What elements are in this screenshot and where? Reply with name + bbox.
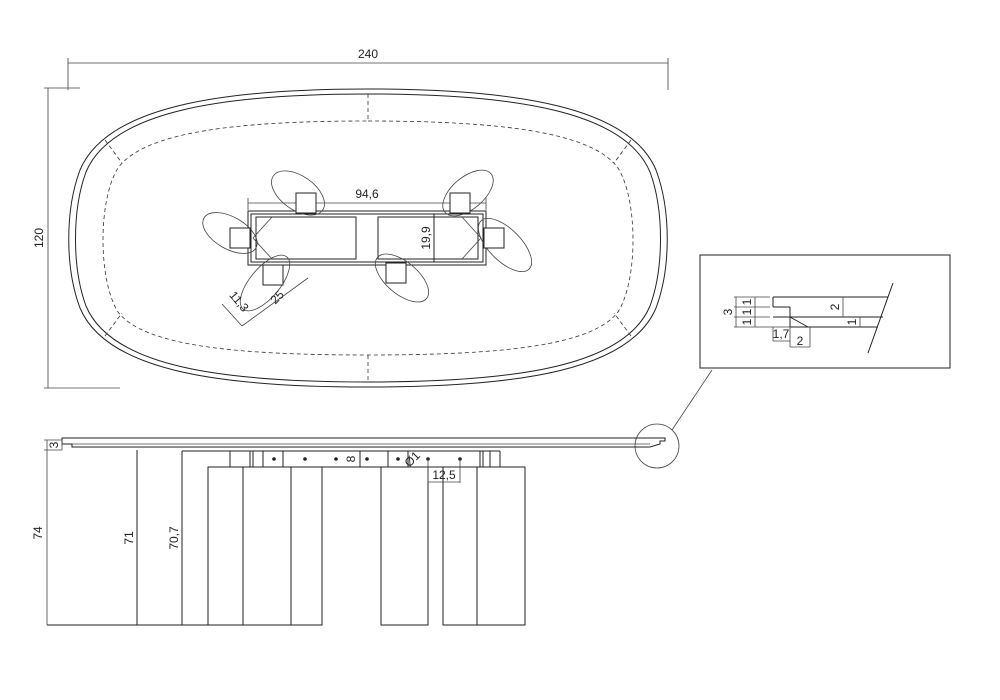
depth-label: 120 [32, 228, 46, 248]
width-label: 240 [358, 47, 378, 61]
detail-callout-circle [634, 423, 680, 469]
width-dimension: 240 [67, 47, 669, 90]
detail-lower-label: 1 [845, 318, 859, 325]
side-view: 3 74 71 70,7 8 Ø1 [31, 437, 666, 626]
top-view: 240 120 94,6 19,9 [32, 47, 669, 389]
height-label: 74 [31, 526, 45, 540]
detail-step-label: 1 [740, 318, 754, 325]
detail-total-label: 3 [721, 308, 735, 315]
detail-offset-label: 1,7 [773, 327, 790, 341]
chairs: 11,3 25 [202, 169, 532, 327]
tabletop-edge [75, 93, 661, 383]
seam-lines [104, 94, 632, 382]
underside-label: 71 [122, 531, 136, 545]
detail-leader-line [671, 369, 713, 431]
tabletop-outline [68, 88, 668, 388]
apron-label: 8 [344, 455, 358, 462]
frame-width-label: 19,9 [419, 226, 433, 250]
legs [207, 466, 526, 626]
detail-upper-label: 2 [828, 303, 842, 310]
detail-bevel-label: 2 [797, 334, 804, 348]
depth-dimension: 120 [32, 87, 120, 389]
tabletop-inset-dashed [102, 120, 634, 356]
base-frame: 94,6 19,9 [247, 187, 487, 266]
detail-step-label: 1 [740, 298, 754, 305]
edge-detail: 3 1 1 1 2 1 1,7 2 [699, 254, 951, 369]
leg-height-label: 70,7 [167, 526, 181, 550]
hole-spacing-dimension: 12,5 [427, 459, 461, 483]
top-thickness-label: 3 [47, 441, 61, 448]
hole-spacing-label: 12,5 [432, 468, 456, 482]
foot-length-label: 25 [267, 287, 287, 307]
bolt-holes [272, 457, 462, 461]
detail-step-label: 1 [740, 308, 754, 315]
frame-length-label: 94,6 [355, 187, 379, 201]
tabletop-profile [61, 437, 666, 448]
